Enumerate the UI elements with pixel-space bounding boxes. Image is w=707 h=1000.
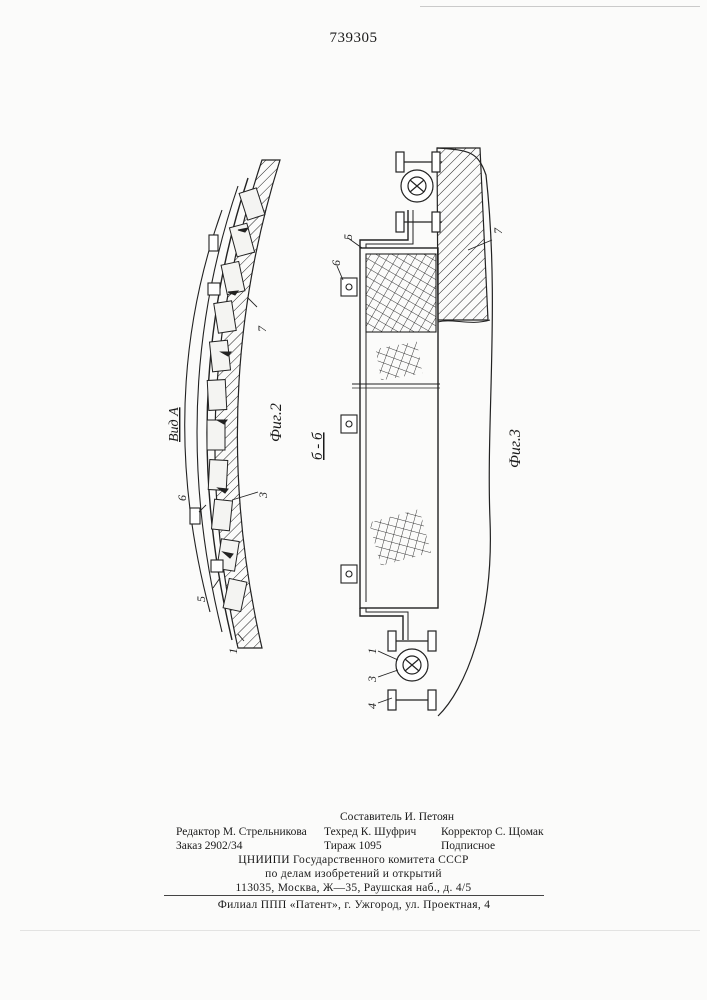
fig3-lugs	[341, 278, 357, 583]
publisher-line-2: по делам изобретений и открытий	[0, 867, 707, 881]
fig2-label-7: 7	[255, 325, 269, 332]
fig3-top-roller	[396, 152, 442, 232]
fig3-label-6: 6	[329, 260, 343, 266]
fig3-section-label: б - б	[310, 432, 326, 460]
publisher-line-4: Филиал ППП «Патент», г. Ужгород, ул. Про…	[164, 895, 544, 912]
credits-corrector: Корректор С. Щомак	[441, 825, 544, 839]
fig3-label-1: 1	[365, 648, 379, 654]
fig2-label-1: 1	[226, 648, 240, 654]
fig3-mesh-patch-2	[369, 509, 431, 566]
fig3-label-7: 7	[491, 227, 505, 234]
scan-artifact-bottom	[20, 930, 700, 931]
credits-subscription: Подписное	[441, 839, 495, 853]
credits-editor: Редактор М. Стрельникова	[176, 825, 307, 839]
fig3-top-filter	[366, 254, 436, 332]
fig3-mesh-patch-1	[376, 342, 423, 381]
fig2-caption: Фиг.2	[268, 403, 285, 442]
credits-order: Заказ 2902/34	[176, 839, 243, 853]
fig3-label-3: 3	[365, 676, 379, 683]
credits-circulation: Тираж 1095	[324, 839, 382, 853]
fig3-label-5: 5	[341, 234, 355, 240]
fig2-label-5: 5	[194, 596, 208, 602]
credits-compiler: Составитель И. Петоян	[340, 810, 454, 824]
fig2-view-label: Вид А	[167, 407, 182, 442]
credits-techred: Техред К. Шуфрич	[324, 825, 416, 839]
publisher-line-1: ЦНИИПИ Государственного комитета СССР	[0, 853, 707, 867]
publisher-line-3: 113035, Москва, Ж—35, Раушская наб., д. …	[0, 881, 707, 895]
fig3-hatched-wall	[437, 148, 488, 320]
fig3-label-4: 4	[365, 703, 379, 709]
fig2-label-3: 3	[256, 492, 270, 499]
fig2-label-6: 6	[175, 495, 189, 501]
fig3-caption: Фиг.3	[507, 429, 524, 468]
fig3-bottom-roller	[388, 631, 436, 710]
